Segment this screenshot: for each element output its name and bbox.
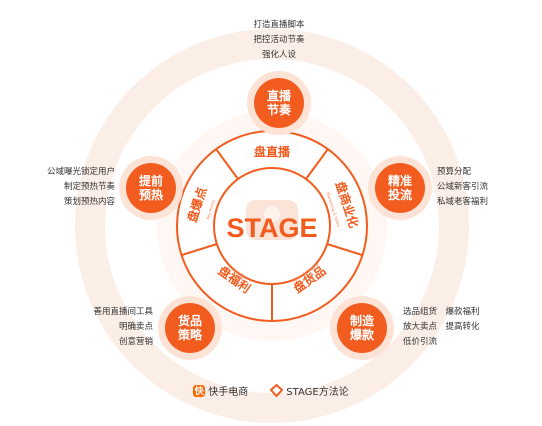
node-live-rhythm-line2: 节奏 bbox=[266, 103, 291, 117]
ring-sub-keypoints: Key Points bbox=[205, 199, 216, 220]
note-line: 制定预热节奏 bbox=[63, 182, 115, 192]
node-warm-up-line2: 预热 bbox=[138, 188, 163, 202]
brand-kuaishou: 快 快手电商 bbox=[193, 383, 248, 398]
ring-divider-5 bbox=[215, 148, 239, 180]
notes-live-rhythm: 打造直播脚本 把控活动节奏 强化人设 bbox=[219, 18, 339, 63]
ring-divider-1 bbox=[305, 148, 329, 180]
note-line: 把控活动节奏 bbox=[253, 35, 305, 45]
note-line: 放大卖点 提高转化 bbox=[403, 322, 480, 332]
notes-precise-traffic: 预算分配 公域新客引流 私域老客福利 bbox=[437, 165, 488, 210]
node-precise-traffic-line2: 投流 bbox=[387, 188, 412, 202]
camera-watermark-lens-icon bbox=[264, 206, 280, 222]
note-line: 善用直播间工具 bbox=[93, 307, 153, 317]
node-precise-traffic: 精准 投流 bbox=[375, 163, 425, 213]
node-warm-up: 提前 预热 bbox=[126, 163, 176, 213]
node-goods-strategy-line1: 货品 bbox=[177, 314, 202, 328]
ring-divider-4 bbox=[181, 243, 218, 256]
stage-logo-icon bbox=[270, 384, 284, 397]
node-precise-traffic-line1: 精准 bbox=[387, 174, 412, 188]
kuaishou-logo-icon: 快 bbox=[193, 384, 206, 397]
note-line: 策划预热内容 bbox=[63, 197, 115, 207]
note-line: 公域新客引流 bbox=[437, 182, 489, 192]
notes-hit-product: 选品组货 爆款福利 放大卖点 提高转化 低价引流 bbox=[403, 305, 480, 350]
note-line: 预算分配 bbox=[437, 167, 472, 177]
notes-goods-strategy: 善用直播间工具 明确卖点 创意营销 bbox=[50, 305, 153, 350]
note-line: 明确卖点 bbox=[118, 322, 153, 332]
node-warm-up-line1: 提前 bbox=[138, 174, 163, 188]
node-goods-strategy-line2: 策略 bbox=[177, 328, 202, 342]
node-live-rhythm: 直播 节奏 bbox=[254, 78, 304, 128]
notes-warm-up: 公域曝光锁定用户 制定预热节奏 策划预热内容 bbox=[10, 165, 115, 210]
ring-divider-2 bbox=[326, 243, 363, 256]
note-line: 强化人设 bbox=[261, 50, 296, 60]
brand-stage: STAGE方法论 bbox=[270, 383, 349, 398]
center-label: STAGE bbox=[226, 213, 317, 243]
brand-stage-label: STAGE方法论 bbox=[286, 387, 349, 398]
node-goods-strategy: 货品 策略 bbox=[165, 303, 215, 353]
note-line: 低价引流 bbox=[403, 337, 438, 347]
node-hit-product: 制造 爆款 bbox=[337, 303, 387, 353]
note-line: 选品组货 爆款福利 bbox=[403, 307, 480, 317]
note-line: 公域曝光锁定用户 bbox=[46, 167, 115, 177]
node-live-rhythm-line1: 直播 bbox=[266, 89, 291, 103]
note-line: 打造直播脚本 bbox=[253, 20, 305, 30]
node-hit-product-line2: 爆款 bbox=[349, 328, 374, 342]
node-hit-product-line1: 制造 bbox=[349, 314, 374, 328]
brand-kuaishou-label: 快手电商 bbox=[208, 387, 249, 398]
footer: 快 快手电商 STAGE方法论 bbox=[0, 383, 542, 398]
note-line: 私域老客福利 bbox=[437, 197, 489, 207]
outer-halo-ring bbox=[75, 29, 469, 423]
note-line: 创意营销 bbox=[118, 337, 153, 347]
ring-label-live: 盘直播 bbox=[254, 144, 291, 159]
